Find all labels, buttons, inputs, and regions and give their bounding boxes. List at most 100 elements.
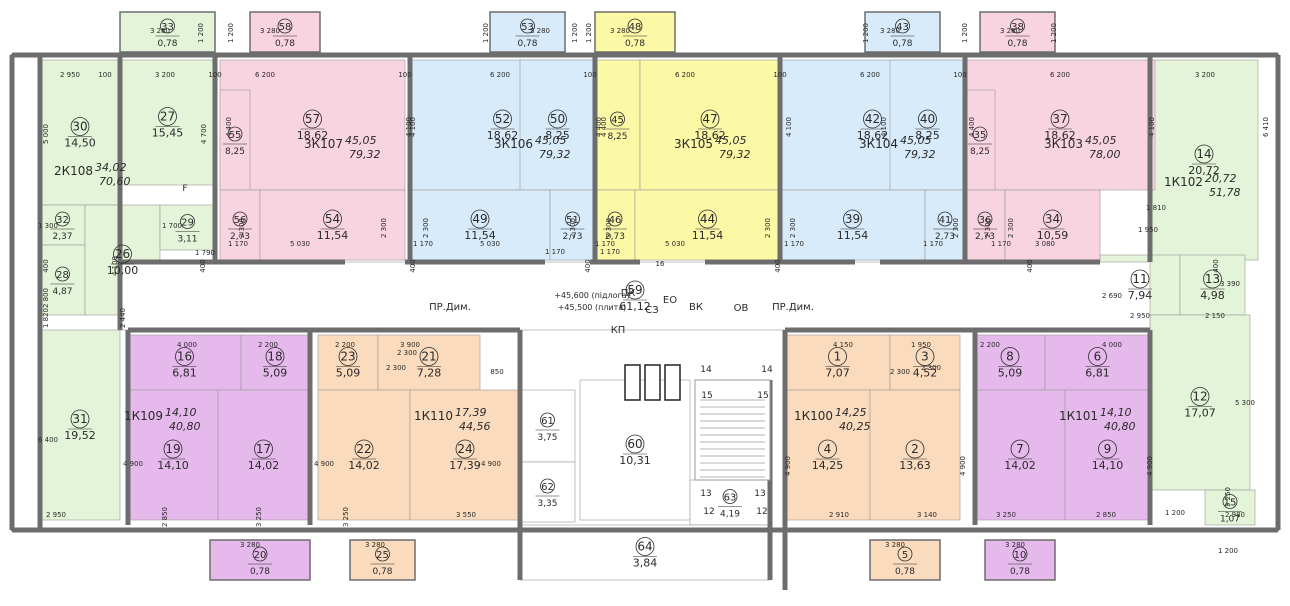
room-35-area: 8,25 — [970, 147, 990, 157]
dimension-label: 2 200 — [258, 341, 278, 349]
room-23-area: 5,09 — [336, 367, 361, 380]
room-12-number: 12 — [1192, 390, 1207, 404]
room-7-area: 14,02 — [1004, 459, 1036, 472]
dimension-label: 3 200 — [155, 71, 175, 79]
room-16-number: 16 — [177, 350, 192, 364]
room-1-area: 7,07 — [825, 367, 850, 380]
room-17-number: 17 — [256, 442, 271, 456]
room-3-number: 3 — [921, 350, 929, 364]
dimension-label: 1 200 — [571, 23, 579, 43]
room-12-fill — [1149, 314, 1251, 491]
balcony-frame — [979, 11, 1056, 53]
label-stair_13b: 13 — [754, 489, 765, 499]
room-27-circle — [158, 107, 177, 126]
label-pr_dym_left: ПР.Дим. — [429, 302, 471, 313]
room-7-fill — [974, 389, 1066, 521]
room-41-area: 2,73 — [935, 232, 955, 242]
dimension-label: 100 — [583, 71, 596, 79]
room-56-number: 56 — [234, 215, 247, 226]
shaft-box — [624, 364, 641, 401]
room-29-fill — [159, 204, 216, 251]
room-36-number: 36 — [979, 215, 992, 226]
room-49-area: 11,54 — [464, 229, 496, 242]
room-29-area: 3,11 — [177, 235, 197, 245]
room-2-circle — [905, 439, 925, 459]
label-level_slab: +45,500 (плита) — [558, 303, 627, 312]
room-61-number: 61 — [541, 416, 554, 427]
room-38-number: 38 — [1011, 22, 1024, 33]
room-54-area: 11,54 — [317, 229, 349, 242]
room-22-number: 22 — [356, 442, 371, 456]
room-32-number: 32 — [56, 215, 69, 226]
room-36-fill — [964, 189, 1006, 261]
apartment-2К108-living: 34,02 — [95, 161, 127, 174]
dimension-label: 1 200 — [227, 23, 235, 43]
dimension-label: 100 — [208, 71, 221, 79]
room-19-area: 14,10 — [157, 459, 189, 472]
room-5-area: 0,78 — [895, 567, 915, 577]
dimension-label: 1 200 — [1218, 547, 1238, 555]
dimension-label: 3 280 — [260, 27, 280, 35]
room-32-area: 2,37 — [52, 232, 72, 242]
room-64-area: 3,84 — [633, 557, 658, 570]
dimension-label: 2 950 — [46, 511, 66, 519]
room-22-fill — [317, 389, 411, 521]
room-34-fill — [1004, 189, 1101, 261]
room-32-circle — [55, 211, 70, 227]
balcony-frame — [594, 11, 676, 53]
shaft-box — [644, 364, 661, 401]
room-26-area: 10,00 — [107, 264, 139, 277]
room-22-circle — [354, 439, 374, 459]
label-f_mark: F — [182, 184, 187, 194]
room-64-circle — [635, 537, 655, 556]
room-46-circle — [607, 211, 623, 227]
room-57-fill — [219, 59, 406, 191]
dimension-label: 4 000 — [1102, 341, 1122, 349]
balcony-frame — [209, 539, 311, 581]
dimension-label: 400 — [774, 259, 782, 272]
dimension-label: 1 790 — [195, 249, 215, 257]
balcony-frame — [249, 11, 321, 53]
dimension-label: 4 100 — [785, 117, 793, 137]
room-6-number: 6 — [1094, 350, 1102, 364]
dimension-label: 2 300 — [386, 364, 406, 372]
dimension-label: 2 690 — [1102, 292, 1122, 300]
apartment-3К103-code: 3К103 — [1044, 137, 1083, 151]
room-43-circle — [895, 18, 910, 34]
dimension-label: 5 030 — [290, 240, 310, 248]
room-28-fill — [39, 244, 86, 316]
dimension-label: 400 — [42, 259, 50, 272]
apartment-1К102-code: 1К102 — [1164, 175, 1203, 189]
apartment-3К103-total: 78,00 — [1089, 148, 1121, 161]
balcony-frame — [984, 539, 1056, 581]
room-14-area: 20,72 — [1188, 164, 1220, 177]
room-54-circle — [323, 209, 342, 229]
room-57-number: 57 — [305, 112, 320, 126]
dimension-label: 2 910 — [829, 511, 849, 519]
apartment-3К107-code: 3К107 — [304, 137, 343, 151]
room-6-fill — [1044, 334, 1151, 391]
room-64-fill — [519, 524, 771, 581]
dimension-label: 3 390 — [1220, 280, 1240, 288]
dimension-label: 3 280 — [240, 541, 260, 549]
dimension-label: 4 900 — [314, 460, 334, 468]
room-26-circle — [113, 244, 132, 264]
room-47-number: 47 — [702, 112, 717, 126]
room-53-number: 53 — [521, 22, 534, 33]
label-pk: ПК — [621, 288, 636, 299]
dimension-label: 2 200 — [335, 341, 355, 349]
dimension-label: 1 810 — [1146, 204, 1166, 212]
room-21-area: 7,28 — [417, 367, 442, 380]
room-34-circle — [1043, 209, 1062, 229]
apartment-1К101-living: 14,10 — [1100, 406, 1132, 419]
room-18-area: 5,09 — [263, 367, 288, 380]
room-1-number: 1 — [834, 350, 842, 364]
room-7-number: 7 — [1016, 442, 1024, 456]
dimension-label: 2 950 — [1130, 312, 1150, 320]
room-15-area: 1,07 — [1220, 515, 1240, 525]
label-level_floor: +45,600 (підлога) — [554, 291, 630, 300]
label-stair_15a: 15 — [701, 391, 712, 401]
room-47-circle — [700, 109, 720, 129]
